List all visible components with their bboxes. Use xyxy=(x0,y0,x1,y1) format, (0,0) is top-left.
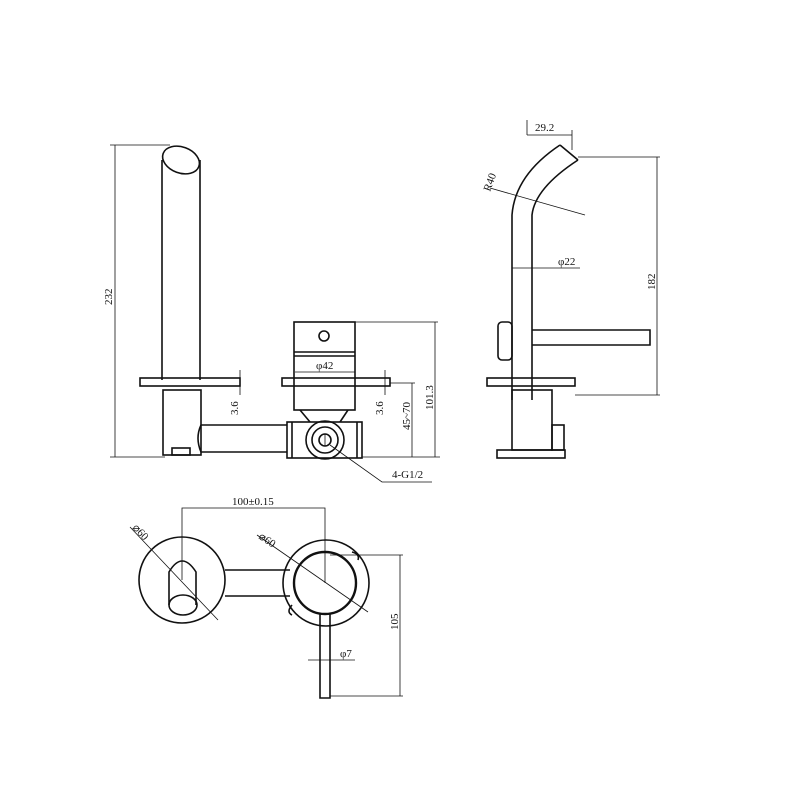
front-view: 232 3.6 3.6 φ42 45~70 101.3 4-G1/2 xyxy=(103,144,440,483)
dim-center-distance: 100±0.15 xyxy=(232,496,274,508)
dim-lever-length: 105 xyxy=(389,613,401,630)
dim-plate-left: 3.6 xyxy=(229,401,241,415)
dim-lever-diameter: φ7 xyxy=(340,648,352,660)
top-view: 100±0.15 ⌀60 ⌀60 105 φ7 xyxy=(129,496,403,699)
dim-plate-right: 3.6 xyxy=(374,401,386,415)
dim-body-height: 101.3 xyxy=(424,385,436,410)
side-view: 29.2 R40 φ22 182 xyxy=(482,120,660,459)
dim-spout-height: 232 xyxy=(103,289,115,306)
dim-spout-diameter: φ22 xyxy=(558,256,575,268)
dim-wall-depth: 45~70 xyxy=(401,402,413,430)
dim-mixer-diameter: φ42 xyxy=(316,360,333,372)
dim-plate-dia-left: ⌀60 xyxy=(130,522,151,543)
dim-spout-tip: 29.2 xyxy=(535,122,554,134)
dim-side-height: 182 xyxy=(646,274,658,291)
dim-thread: 4-G1/2 xyxy=(392,469,423,481)
